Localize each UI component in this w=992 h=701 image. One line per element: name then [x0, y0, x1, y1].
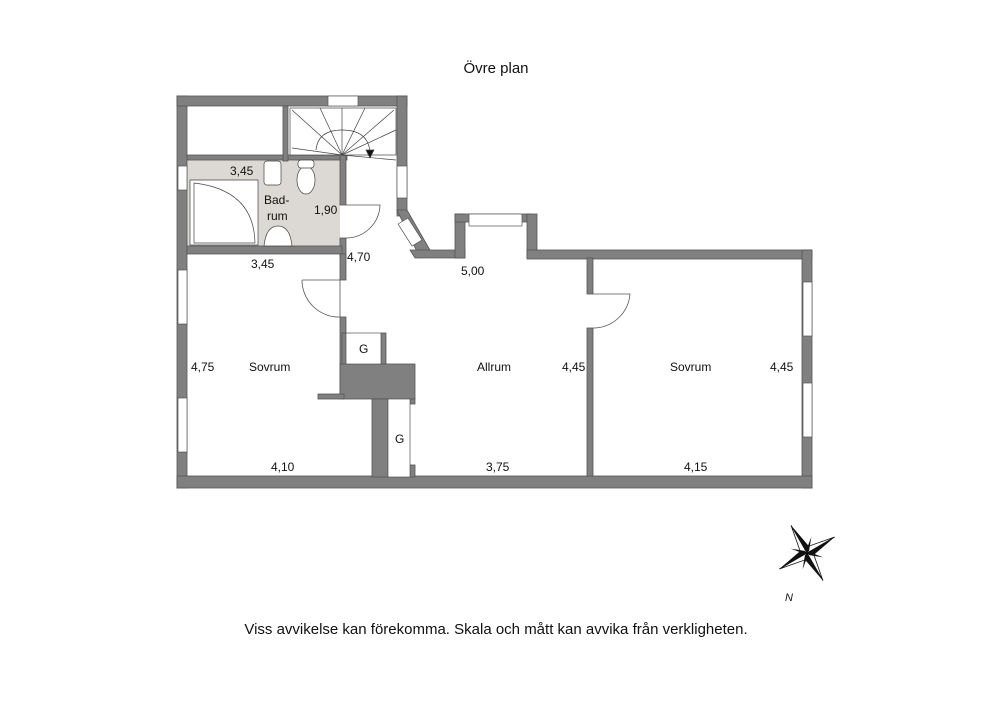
window [327, 95, 359, 107]
plan-title: Övre plan [463, 60, 529, 77]
staircase [289, 107, 397, 161]
windows [177, 95, 813, 453]
allrum-dim-bottom: 3,75 [486, 460, 510, 474]
window [802, 382, 813, 438]
bedroom-right-dim-bottom: 4,15 [684, 460, 708, 474]
bathroom-label-2: rum [267, 209, 288, 223]
window [177, 165, 188, 191]
closet-g-bottom-label: G [395, 432, 404, 446]
walls [176, 95, 813, 489]
window [396, 165, 408, 199]
doors [301, 204, 631, 329]
bathroom-label-1: Bad- [264, 193, 289, 207]
allrum-label: Allrum [477, 360, 511, 374]
window [177, 269, 188, 325]
window [468, 213, 523, 227]
disclaimer-text: Viss avvikelse kan förekomma. Skala och … [244, 621, 748, 638]
allrum-dim-470: 4,70 [347, 250, 371, 264]
bathroom-door [345, 204, 381, 239]
closet-g-top [345, 332, 382, 365]
bathroom-fixtures [189, 159, 316, 247]
bedroom-left-dim-side: 4,75 [191, 360, 215, 374]
allrum-dim-top: 5,00 [461, 264, 485, 278]
closet-g-bottom [387, 398, 411, 478]
bidet [263, 160, 282, 186]
compass-north-label: N [785, 592, 793, 604]
bedroom-right-label: Sovrum [670, 360, 711, 374]
bathroom-dim-width: 3,45 [230, 164, 254, 178]
stair-arrow-icon [365, 149, 375, 159]
bedroom-left-door [301, 279, 341, 318]
bedroom-left-dim-bottom: 4,10 [271, 460, 295, 474]
allrum-dim-side: 4,45 [562, 360, 586, 374]
bedroom-left-label: Sovrum [249, 360, 290, 374]
toilet [296, 165, 316, 195]
bedroom-left-dim-top: 3,45 [251, 257, 275, 271]
bedroom-right-door [592, 293, 631, 329]
bedroom-right-dim-side: 4,45 [770, 360, 794, 374]
window [177, 397, 188, 453]
closet-g-top-label: G [359, 342, 368, 356]
window [802, 281, 813, 337]
window [397, 217, 423, 247]
bathroom-dim-depth: 1,90 [314, 203, 338, 217]
washbasin [263, 225, 293, 247]
compass-rose-icon [779, 525, 835, 581]
